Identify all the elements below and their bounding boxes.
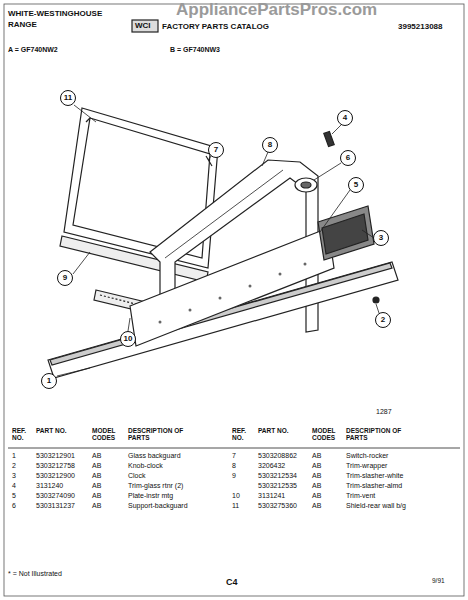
table-cell: AB <box>312 482 321 489</box>
callout-number: 11 <box>64 94 72 102</box>
callout-number: 1 <box>47 377 51 385</box>
table-cell: 5303212901 <box>36 452 75 459</box>
table-cell: Trim-wrapper <box>346 462 387 469</box>
table-cell: 3131241 <box>258 492 285 499</box>
table-cell: 11 <box>232 502 239 509</box>
callout-circle: 7 <box>208 142 224 158</box>
callout-circle: 9 <box>57 270 73 286</box>
header-text: FACTORY PARTS CATALOG <box>162 23 269 31</box>
watermark: AppliancePartsPros.com <box>176 1 377 19</box>
table-cell: AB <box>92 492 101 499</box>
header-text: WHITE-WESTINGHOUSE <box>8 10 102 18</box>
table-cell: Knob-clock <box>128 462 163 469</box>
callout-circle: 3 <box>373 230 389 246</box>
table-cell: 5303212758 <box>36 462 75 469</box>
table-cell: 1 <box>12 452 16 459</box>
callout-circle: 1 <box>41 373 57 389</box>
table-cell: AB <box>312 472 321 479</box>
table-cell: AB <box>92 482 101 489</box>
callout-number: 7 <box>214 146 218 154</box>
table-cell: 3 <box>12 472 16 479</box>
table-cell: 8 <box>232 462 236 469</box>
table-cell: Trim-vent <box>346 492 375 499</box>
callout-circle: 4 <box>337 110 353 126</box>
table-cell: 7 <box>232 452 236 459</box>
callout-number: 3 <box>379 234 383 242</box>
table-cell: 5303274090 <box>36 492 75 499</box>
callout-circle: 8 <box>262 137 278 153</box>
callout-circle: 6 <box>340 150 356 166</box>
callout-number: 8 <box>268 141 272 149</box>
callout-circle: 10 <box>120 331 136 347</box>
table-cell: 5303212534 <box>258 472 297 479</box>
table-cell: 3206432 <box>258 462 285 469</box>
model-key: B = GF740NW3 <box>170 46 220 53</box>
table-cell: Shield-rear wall b/g <box>346 502 406 509</box>
footnote: * = Not Illustrated <box>8 570 62 577</box>
table-header: MODEL CODES <box>92 428 120 442</box>
callout-number: 6 <box>346 154 350 162</box>
table-cell: Trim-glass rtnr (2) <box>128 482 183 489</box>
table-cell: AB <box>92 452 101 459</box>
callout-number: 10 <box>124 335 133 343</box>
page-code: C4 <box>226 578 238 587</box>
header-text: RANGE <box>8 21 37 29</box>
callout-circle: 5 <box>348 177 364 193</box>
table-cell: AB <box>92 502 101 509</box>
table-header: DESCRIPTION OF PARTS <box>346 428 416 442</box>
date-code: 9/91 <box>432 578 445 585</box>
table-cell: AB <box>312 452 321 459</box>
callout-circle: 2 <box>375 312 391 328</box>
figure-number: 1287 <box>376 408 392 415</box>
callout-number: 4 <box>343 114 347 122</box>
table-header: PART NO. <box>258 428 298 435</box>
callout-number: 2 <box>381 316 385 324</box>
table-cell: 5303212900 <box>36 472 75 479</box>
table-header: REF. NO. <box>232 428 254 442</box>
table-header: MODEL CODES <box>312 428 340 442</box>
table-cell: 10 <box>232 492 240 499</box>
table-cell: AB <box>92 472 101 479</box>
table-cell: AB <box>312 502 321 509</box>
table-cell: Plate-instr mtg <box>128 492 173 499</box>
table-cell: Switch-rocker <box>346 452 388 459</box>
table-header: PART NO. <box>36 428 76 435</box>
table-cell: Trim-slasher-almd <box>346 482 402 489</box>
catalog-number: 3995213088 <box>398 23 443 31</box>
table-cell: Clock <box>128 472 146 479</box>
callout-circle: 11 <box>60 90 76 106</box>
table-cell: Support-backguard <box>128 502 188 509</box>
table-cell: 2 <box>12 462 16 469</box>
table-cell: 4 <box>12 482 16 489</box>
model-key: A = GF740NW2 <box>8 46 58 53</box>
table-cell: 5303208862 <box>258 452 297 459</box>
table-cell: AB <box>312 462 321 469</box>
table-cell: 9 <box>232 472 236 479</box>
table-header: REF. NO. <box>12 428 34 442</box>
callout-number: 5 <box>354 181 358 189</box>
table-cell: AB <box>92 462 101 469</box>
table-cell: 6 <box>12 502 16 509</box>
table-cell: AB <box>312 492 321 499</box>
logo-text: WCI <box>135 22 151 30</box>
table-cell: Glass backguard <box>128 452 181 459</box>
callout-number: 9 <box>63 274 67 282</box>
table-cell: 5303131237 <box>36 502 75 509</box>
table-cell: 5303212535 <box>258 482 297 489</box>
table-cell: Trim-slasher-white <box>346 472 403 479</box>
table-header: DESCRIPTION OF PARTS <box>128 428 198 442</box>
table-cell: 3131240 <box>36 482 63 489</box>
table-cell: 5303275360 <box>258 502 297 509</box>
table-cell: 5 <box>12 492 16 499</box>
